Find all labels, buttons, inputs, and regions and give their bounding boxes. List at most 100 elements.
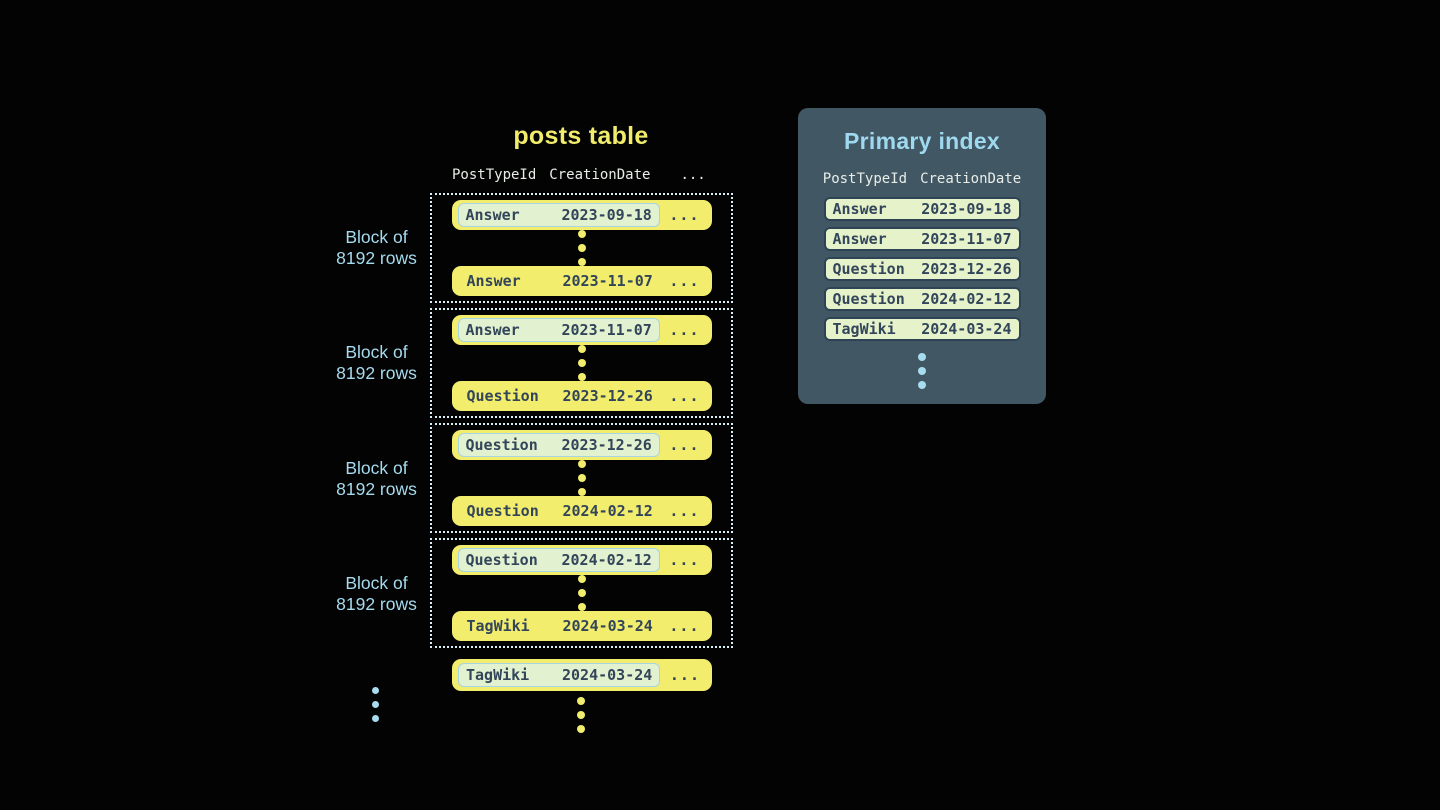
- table-row: Question 2024-02-12 ...: [451, 496, 712, 526]
- dot: [577, 359, 586, 367]
- dot: [577, 345, 586, 353]
- dot: [577, 258, 586, 266]
- index-row: Answer 2023-09-18: [823, 197, 1021, 221]
- cell-creationdate: 2024-02-12: [921, 290, 1012, 308]
- row-more-ellipsis: ...: [669, 206, 700, 224]
- row-more-ellipsis: ...: [669, 502, 700, 520]
- cell-posttypeid: Question: [466, 502, 539, 520]
- dot: [577, 697, 585, 705]
- dot: [372, 715, 379, 722]
- table-row: Answer 2023-11-07 ...: [451, 315, 712, 345]
- index-row: TagWiki 2024-03-24: [823, 317, 1021, 341]
- dot: [577, 589, 586, 597]
- posts-col-more-ellipsis: ...: [680, 167, 706, 183]
- cell-creationdate: 2023-09-18: [921, 200, 1012, 218]
- cell-creationdate: 2023-11-07: [561, 321, 652, 339]
- dot: [577, 460, 586, 468]
- dot: [372, 701, 379, 708]
- index-pointer-highlight: Answer 2023-09-18: [457, 203, 660, 227]
- dot: [577, 575, 586, 583]
- block-3: Question 2023-12-26 ... Question 2024-02…: [430, 423, 733, 533]
- cell-posttypeid: TagWiki: [466, 666, 530, 684]
- row-more-ellipsis: ...: [669, 551, 700, 569]
- cell-posttypeid: Question: [832, 290, 905, 308]
- posts-col-creationdate: CreationDate: [549, 167, 651, 183]
- cell-creationdate: 2023-11-07: [921, 230, 1012, 248]
- dot: [577, 244, 586, 252]
- block-label-line1: Block of: [345, 342, 408, 362]
- block-2: Answer 2023-11-07 ... Question 2023-12-2…: [430, 308, 733, 418]
- block-label-line1: Block of: [345, 227, 408, 247]
- index-row: Answer 2023-11-07: [823, 227, 1021, 251]
- dot: [918, 381, 926, 389]
- block-4: Question 2024-02-12 ... TagWiki 2024-03-…: [430, 538, 733, 648]
- index-row: Question 2024-02-12: [823, 287, 1021, 311]
- table-row: Answer 2023-09-18 ...: [451, 200, 712, 230]
- vertical-ellipsis-dots: [577, 345, 586, 381]
- cell-creationdate: 2024-02-12: [562, 502, 653, 520]
- vertical-ellipsis-dots: [577, 230, 586, 266]
- block-label-line1: Block of: [345, 458, 408, 478]
- block-label-1: Block of 8192 rows: [316, 227, 437, 269]
- cell-posttypeid: TagWiki: [466, 617, 530, 635]
- block-label-4: Block of 8192 rows: [316, 573, 437, 615]
- cell-posttypeid: Question: [466, 387, 539, 405]
- cell-posttypeid: Question: [832, 260, 905, 278]
- cell-posttypeid: Answer: [465, 321, 520, 339]
- block-label-line1: Block of: [345, 573, 408, 593]
- dot: [577, 488, 586, 496]
- block-label-line2: 8192 rows: [336, 248, 417, 268]
- dot: [577, 474, 586, 482]
- cell-posttypeid: Answer: [466, 272, 521, 290]
- dot: [577, 603, 586, 611]
- posts-table-title: posts table: [513, 122, 649, 150]
- blocks-continue-ellipsis: [372, 687, 379, 722]
- block-label-line2: 8192 rows: [336, 594, 417, 614]
- dot: [918, 367, 926, 375]
- cell-creationdate: 2023-12-26: [561, 436, 652, 454]
- block-label-line2: 8192 rows: [336, 479, 417, 499]
- table-row-overflow: TagWiki 2024-03-24 ...: [452, 659, 712, 691]
- index-pointer-highlight: Question 2023-12-26: [457, 433, 660, 457]
- block-label-line2: 8192 rows: [336, 363, 417, 383]
- cell-creationdate: 2024-03-24: [562, 666, 653, 684]
- primary-index-column-headers: PostTypeId CreationDate: [798, 171, 1046, 187]
- block-label-3: Block of 8192 rows: [316, 458, 437, 500]
- table-row: Question 2024-02-12 ...: [451, 545, 712, 575]
- index-pointer-highlight: Answer 2023-11-07: [457, 318, 660, 342]
- primary-index-title: Primary index: [843, 128, 1001, 154]
- posts-table-column-headers: PostTypeId CreationDate ...: [452, 167, 706, 183]
- row-more-ellipsis: ...: [669, 617, 700, 635]
- index-row: Question 2023-12-26: [823, 257, 1021, 281]
- dot: [577, 230, 586, 238]
- index-col-creationdate: CreationDate: [920, 171, 1022, 187]
- index-pointer-highlight: TagWiki 2024-03-24: [458, 663, 661, 687]
- cell-creationdate: 2023-12-26: [921, 260, 1012, 278]
- index-continues-ellipsis: [798, 353, 1046, 389]
- block-label-2: Block of 8192 rows: [316, 342, 437, 384]
- cell-creationdate: 2023-11-07: [562, 272, 653, 290]
- block-1: Answer 2023-09-18 ... Answer 2023-11-07 …: [430, 193, 733, 303]
- row-more-ellipsis: ...: [669, 321, 700, 339]
- table-row: TagWiki 2024-03-24 ...: [451, 611, 712, 641]
- dot: [577, 373, 586, 381]
- row-more-ellipsis: ...: [669, 272, 700, 290]
- dot: [577, 711, 585, 719]
- cell-creationdate: 2024-03-24: [562, 617, 653, 635]
- cell-posttypeid: Answer: [465, 206, 520, 224]
- dot: [918, 353, 926, 361]
- posts-table-blocks: Answer 2023-09-18 ... Answer 2023-11-07 …: [430, 193, 733, 653]
- cell-creationdate: 2024-03-24: [921, 320, 1012, 338]
- cell-posttypeid: Question: [465, 436, 538, 454]
- posts-col-posttypeid: PostTypeId: [452, 167, 537, 183]
- cell-posttypeid: Question: [465, 551, 538, 569]
- index-pointer-highlight: Question 2024-02-12: [457, 548, 660, 572]
- table-row: Question 2023-12-26 ...: [451, 430, 712, 460]
- dot: [372, 687, 379, 694]
- table-row: Answer 2023-11-07 ...: [451, 266, 712, 296]
- row-more-ellipsis: ...: [669, 387, 700, 405]
- row-more-ellipsis: ...: [669, 436, 700, 454]
- table-row: Question 2023-12-26 ...: [451, 381, 712, 411]
- table-continues-ellipsis: [577, 697, 585, 733]
